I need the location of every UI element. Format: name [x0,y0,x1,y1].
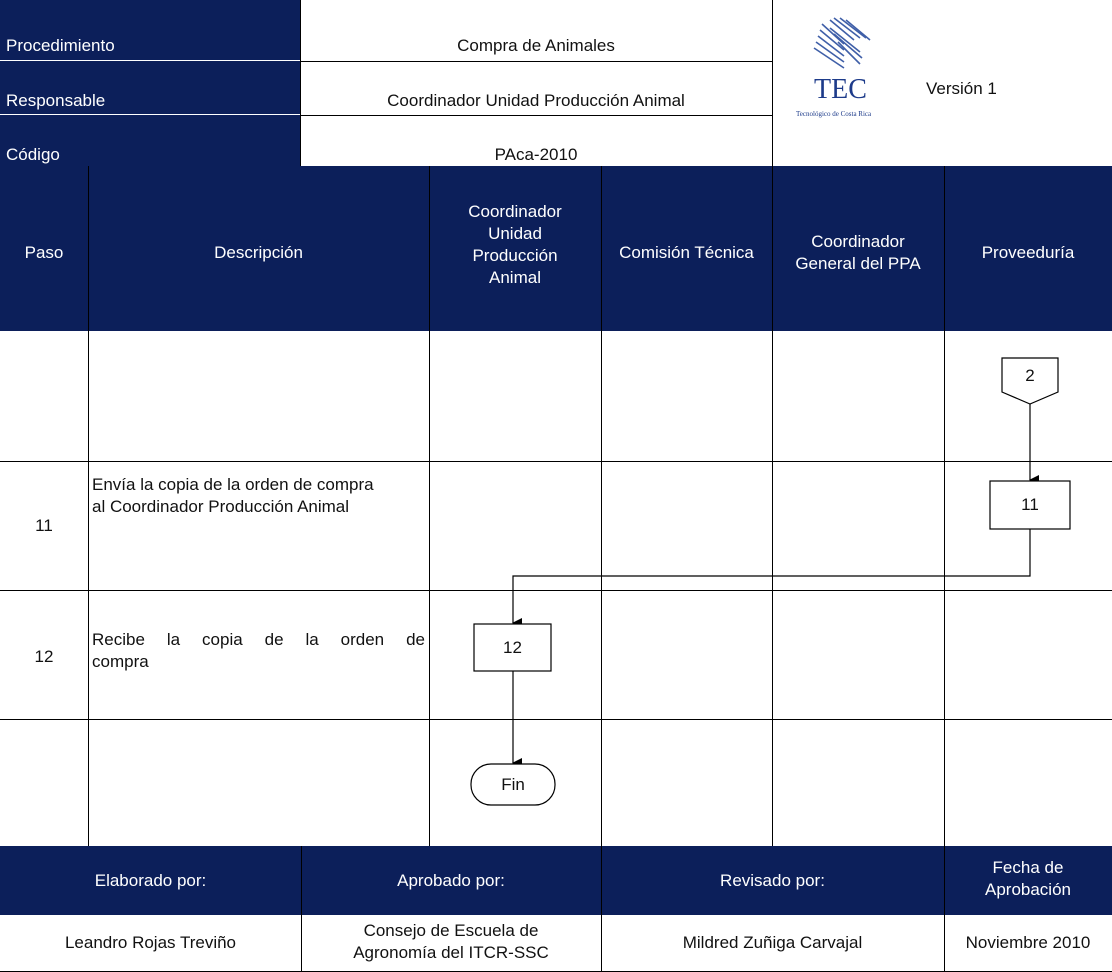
procedimiento-value: Compra de Animales [457,36,615,55]
step-11-box [989,480,1071,530]
codigo-value: PAca-2010 [494,145,578,164]
row-12-descripcion: Recibe la copia de la orden de compra [92,630,425,671]
connector-2-shape [1001,357,1059,405]
footer-label-band [0,846,1112,915]
procedimiento-label: Procedimiento [6,36,115,55]
aprobado-label: Aprobado por: [397,871,505,890]
col-comision: Comisión Técnica [619,243,754,262]
fecha-value: Noviembre 2010 [965,933,1091,952]
col-descripcion: Descripción [214,243,303,262]
fecha-label: Fecha de Aprobación [984,858,1071,899]
version-label: Versión 1 [926,79,997,98]
step-12-box [473,623,552,672]
elaborado-label: Elaborado por: [94,871,207,890]
logo-subtext: Tecnológico de Costa Rica [796,110,872,118]
revisado-value: Mildred Zuñiga Carvajal [682,933,863,952]
responsable-value: Coordinador Unidad Producción Animal [387,91,685,110]
elaborado-value: Leandro Rojas Treviño [64,933,237,952]
col-proveeduria: Proveeduría [981,243,1075,262]
row-11-descripcion: Envía la copia de la orden de compra al … [92,475,374,516]
connector-2-label: 2 [1025,366,1035,385]
arrow-11-to-12 [512,529,1031,628]
step-12-label: 12 [503,638,522,657]
col-paso: Paso [24,243,64,262]
tec-logo [800,14,910,134]
aprobado-value: Consejo de Escuela de Agronomía del ITCR… [353,921,549,962]
row-11-paso: 11 [35,516,53,535]
codigo-label: Código [6,145,60,164]
row-12-paso: 12 [34,647,54,666]
revisado-label: Revisado por: [720,871,825,890]
column-header-band [0,166,1112,331]
header-label-panel [0,0,300,166]
fin-terminator [470,763,556,806]
step-11-label: 11 [1021,495,1039,514]
logo-text: TEC [814,74,867,105]
responsable-label: Responsable [6,91,106,110]
col-coordinador-unidad: Coordinador Unidad Producción Animal [468,202,562,287]
tec-logo-mark-icon [813,17,871,69]
col-coordinador-general: Coordinador General del PPA [795,232,921,273]
fin-label: Fin [501,775,525,794]
